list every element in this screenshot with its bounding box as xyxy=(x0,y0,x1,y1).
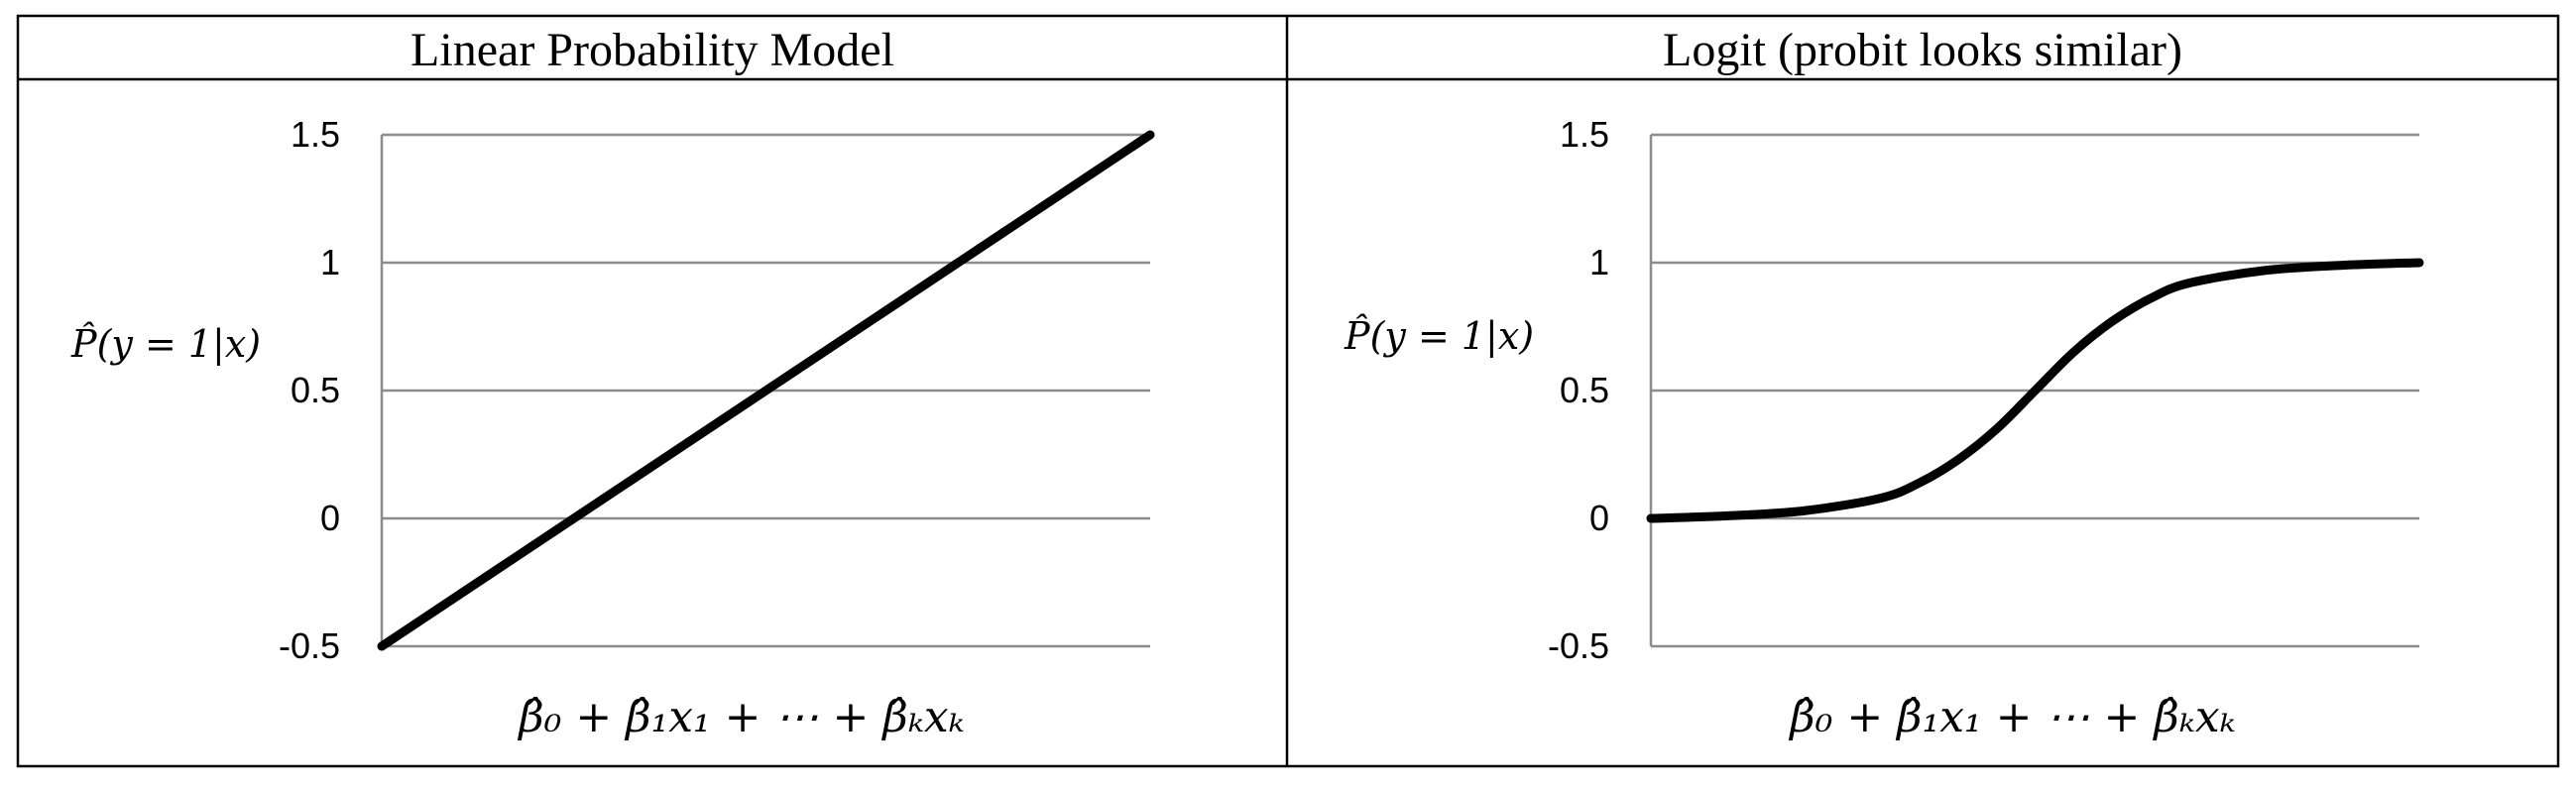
series-line xyxy=(377,130,1155,651)
y-tick-label: -0.5 xyxy=(1548,625,1609,666)
y-tick-label: 1 xyxy=(1589,242,1609,282)
y-tick-label: 1.5 xyxy=(1560,114,1609,155)
y-tick-label: 0.5 xyxy=(1560,370,1609,410)
y-tick-labels: 1.5 1 0.5 0 -0.5 xyxy=(1548,114,1609,666)
y-tick-labels: 1.5 1 0.5 0 -0.5 xyxy=(279,114,340,666)
x-axis-label: β̂₀ + β̂₁x₁ + ⋯ + β̂ₖxₖ xyxy=(517,692,964,742)
y-axis-label: P̂(y = 1|x) xyxy=(1344,314,1534,358)
y-tick-label: 0 xyxy=(320,498,340,538)
y-tick-label: 1.5 xyxy=(291,114,340,155)
y-tick-label: 0 xyxy=(1589,498,1609,538)
chart-panel-logit: Logit (probit looks similar) 1.5 1 0.5 0… xyxy=(1344,24,2424,742)
y-axis-label: P̂(y = 1|x) xyxy=(70,322,261,366)
chart-panel-linear: Linear Probability Model 1.5 1 0.5 0 -0.… xyxy=(70,24,1155,742)
gridlines xyxy=(380,133,1150,648)
series-line xyxy=(1646,258,2424,523)
y-tick-label: -0.5 xyxy=(279,625,340,666)
chart-title: Logit (probit looks similar) xyxy=(1663,24,2182,76)
y-tick-label: 0.5 xyxy=(291,370,340,410)
y-tick-label: 1 xyxy=(320,242,340,282)
chart-title: Linear Probability Model xyxy=(410,24,894,76)
x-axis-label: β̂₀ + β̂₁x₁ + ⋯ + β̂ₖxₖ xyxy=(1788,692,2235,742)
